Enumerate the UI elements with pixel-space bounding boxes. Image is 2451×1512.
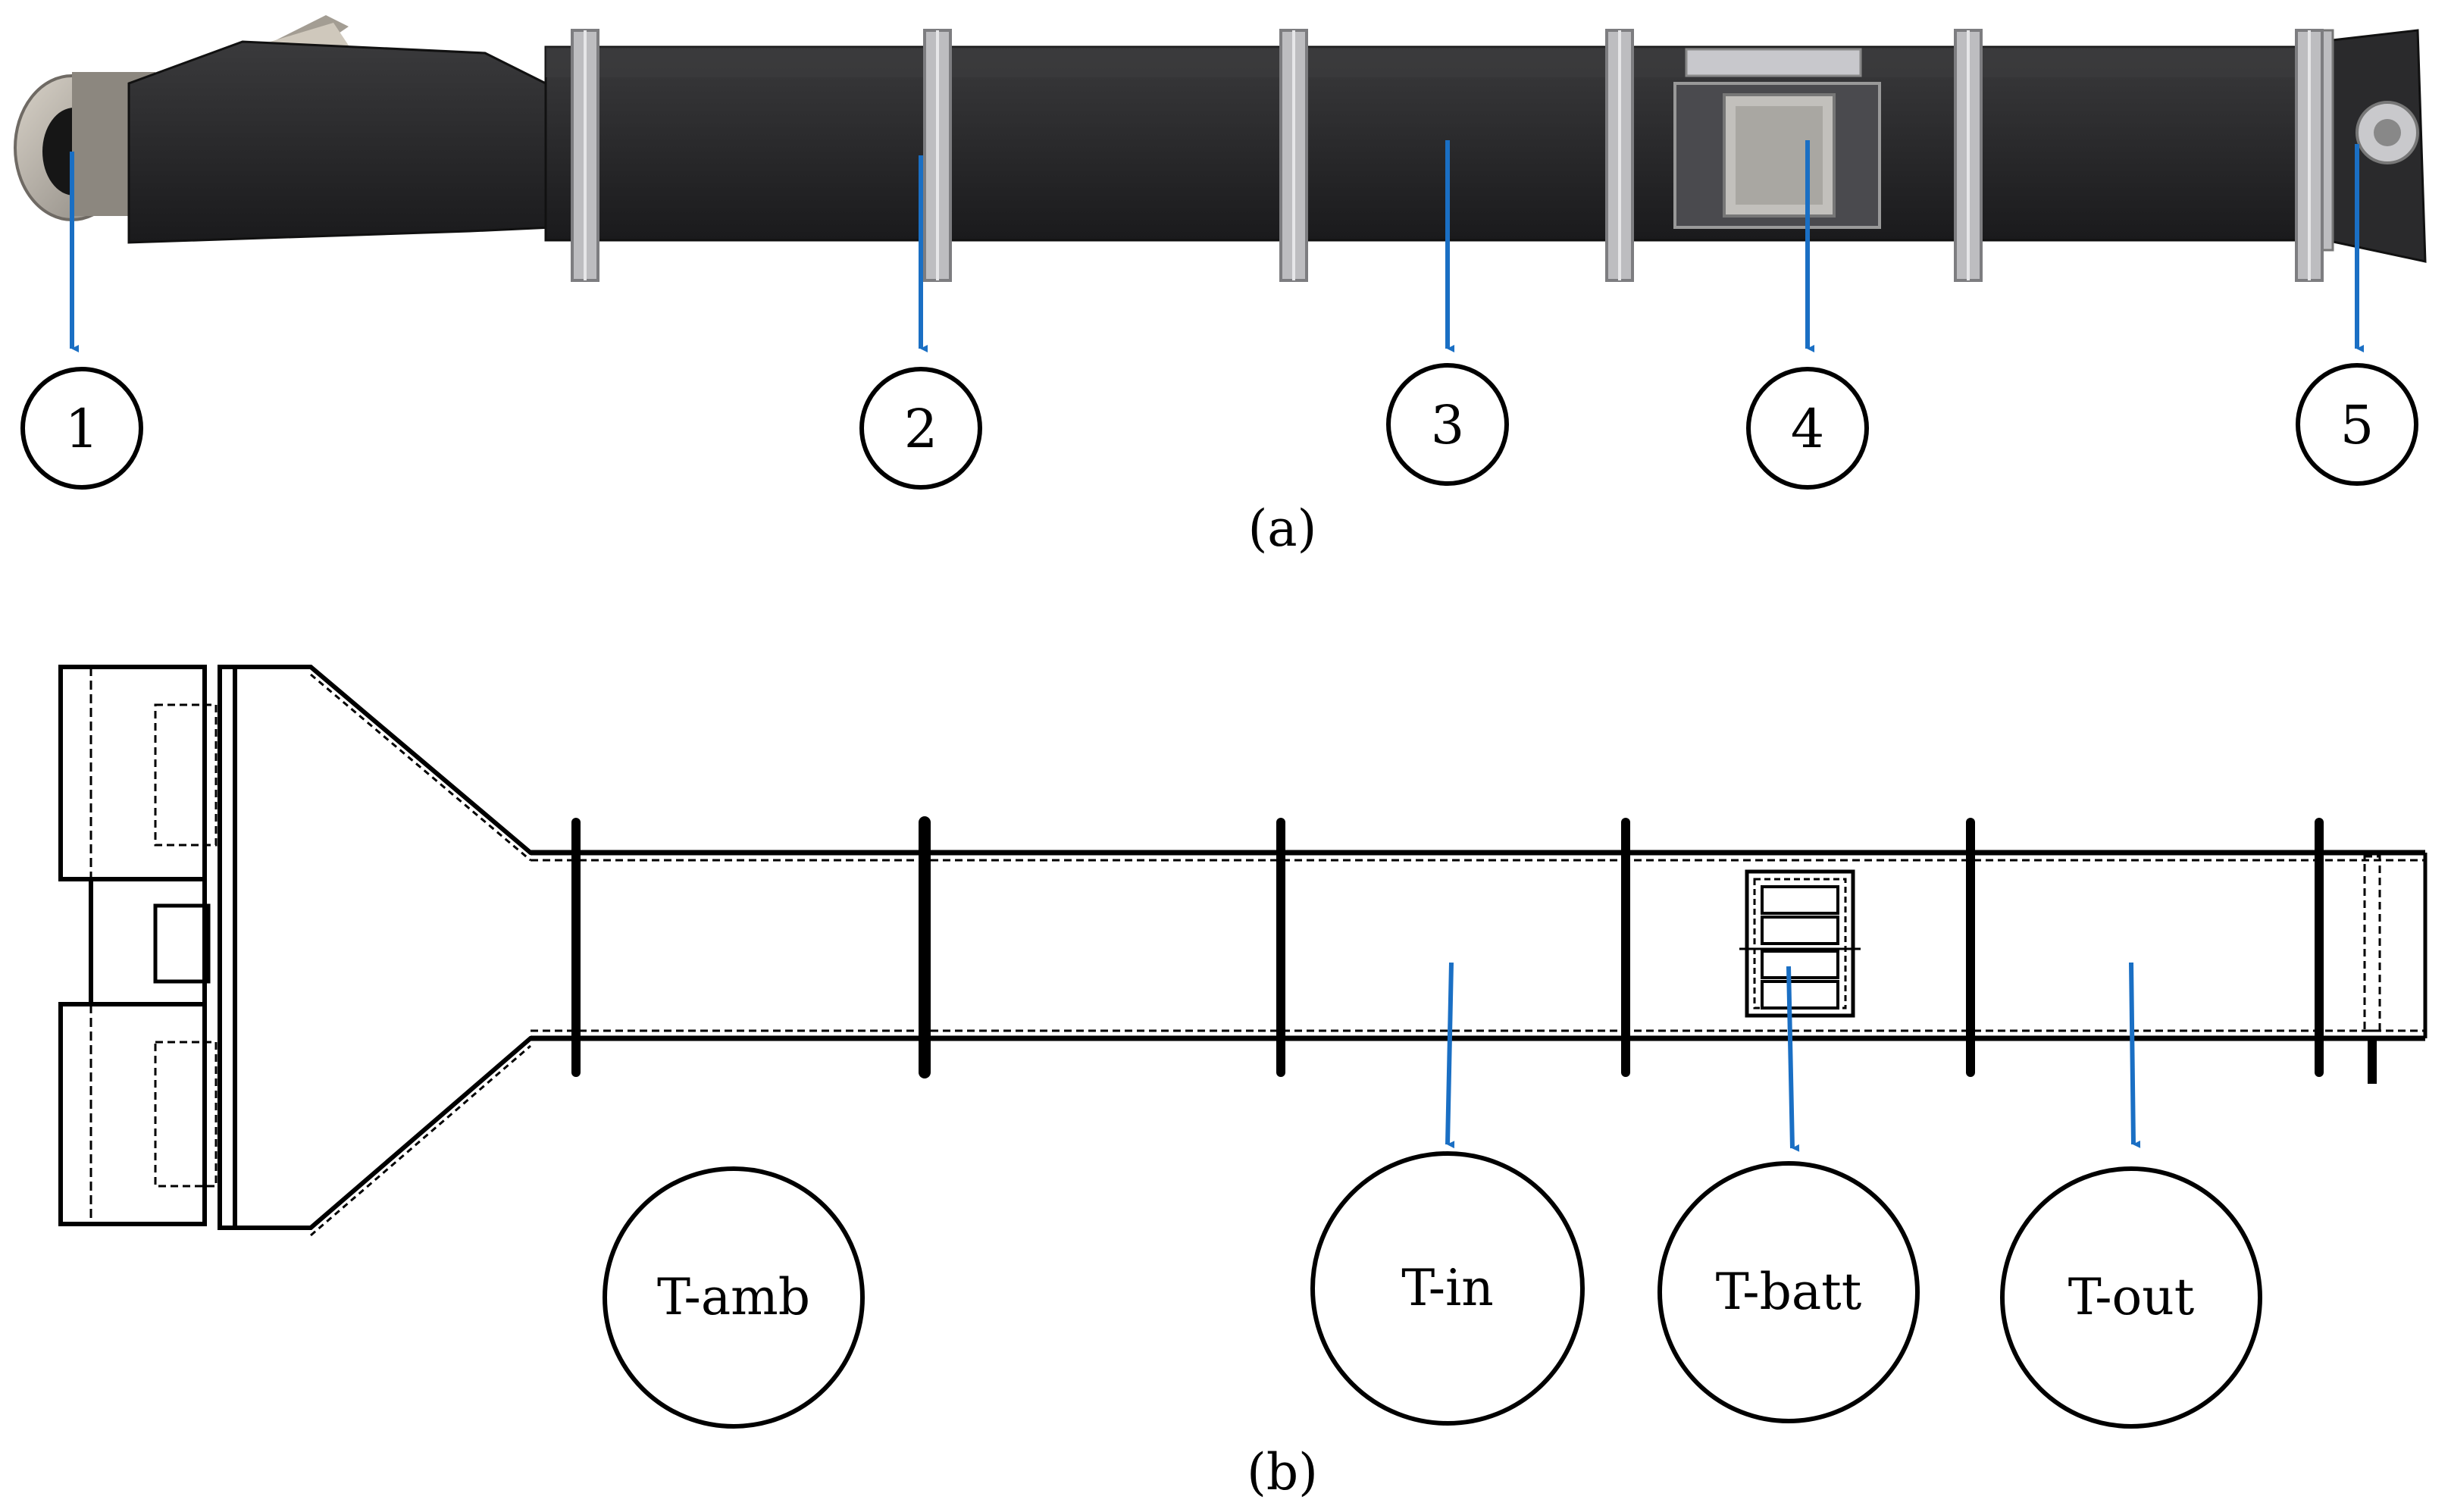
callout-circle bbox=[859, 367, 982, 490]
panel-b-caption: (b) bbox=[1247, 1443, 1318, 1501]
callout-circle bbox=[1386, 363, 1509, 486]
callout-number: 4 bbox=[1791, 398, 1825, 460]
sensor-circle bbox=[2000, 1166, 2262, 1429]
sensor-arrow bbox=[1445, 962, 1455, 1149]
panel-a-callouts: 1 2 3 4 5 bbox=[20, 363, 2418, 490]
diffuser-body bbox=[127, 40, 555, 244]
fan-connector bbox=[89, 877, 211, 1006]
callout-number: 2 bbox=[904, 398, 938, 460]
sensor-circle bbox=[1657, 1161, 1920, 1423]
battery-module bbox=[1739, 869, 1861, 1018]
callout-circle bbox=[20, 367, 143, 490]
callout-number: 5 bbox=[2340, 394, 2374, 456]
diffuser-outline bbox=[235, 665, 572, 1230]
straight-duct-body bbox=[544, 45, 2336, 242]
callout-number: 3 bbox=[1431, 394, 1465, 456]
panel-a-photo bbox=[14, 15, 2427, 282]
sensor-circle bbox=[603, 1166, 865, 1429]
sensor-label: T-in bbox=[1401, 1259, 1493, 1317]
sensor-circle bbox=[1310, 1151, 1585, 1426]
callout-circle bbox=[1746, 367, 1869, 490]
sensor-label: T-batt bbox=[1716, 1263, 1861, 1321]
fan-housing-bottom bbox=[58, 1002, 218, 1226]
panel-b-arrows bbox=[1445, 962, 2141, 1152]
panel-b-flanges bbox=[571, 816, 2324, 1078]
panel-b-labels: T-amb T-in T-batt T-out bbox=[603, 1151, 2262, 1429]
panel-a-arrows bbox=[70, 140, 2364, 352]
panel-a-caption: (a) bbox=[1248, 499, 1317, 558]
fan-housing-top bbox=[58, 665, 218, 881]
battery-window bbox=[1673, 48, 1881, 229]
sensor-label: T-amb bbox=[657, 1268, 810, 1326]
callout-circle bbox=[2296, 363, 2418, 486]
sensor-arrow bbox=[1786, 966, 1800, 1152]
sensor-label: T-out bbox=[2068, 1268, 2195, 1326]
panel-b-drawing bbox=[58, 665, 2428, 1237]
diffuser-plate bbox=[218, 665, 237, 1230]
callout-number: 1 bbox=[65, 398, 99, 460]
sensor-arrow bbox=[2129, 962, 2141, 1148]
